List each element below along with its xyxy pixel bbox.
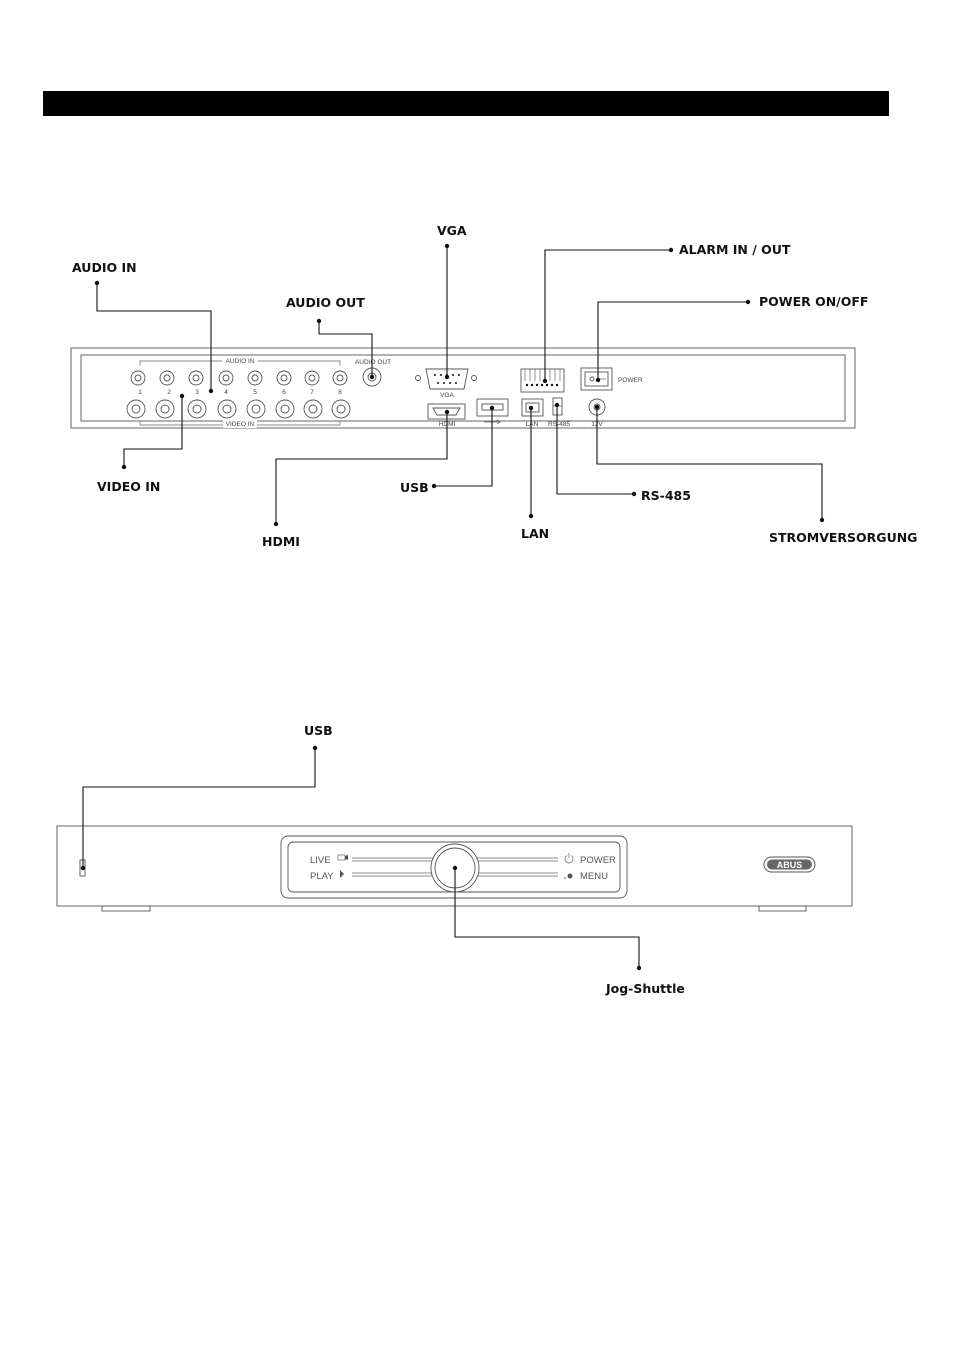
callout-alarm: ALARM IN / OUT [679, 242, 791, 257]
front-label-menu: MENU [580, 871, 608, 882]
panel-label-lan: LAN [526, 421, 539, 428]
svg-text:7: 7 [310, 389, 314, 396]
callout-video-in: VIDEO IN [97, 479, 160, 494]
callout-audio-in: AUDIO IN [72, 260, 137, 275]
callout-audio-out: AUDIO OUT [286, 295, 365, 310]
callout-power-switch: POWER ON/OFF [759, 294, 868, 309]
callout-lan: LAN [521, 526, 549, 541]
front-label-live: LIVE [310, 855, 331, 866]
panel-label-rs485: RS-485 [548, 421, 570, 428]
callout-usb-front: USB [304, 723, 333, 738]
svg-text:1: 1 [138, 389, 142, 396]
svg-text:4: 4 [224, 389, 228, 396]
svg-text:8: 8 [338, 389, 342, 396]
callout-hdmi: HDMI [262, 534, 300, 549]
front-label-play: PLAY [310, 871, 334, 882]
callout-rs485: RS-485 [641, 488, 691, 503]
alarm-terminal-block [521, 369, 564, 392]
panel-label-vga: VGA [440, 392, 454, 399]
callout-jog-shuttle: Jog-Shuttle [605, 981, 685, 996]
svg-text:2: 2 [167, 389, 171, 396]
abus-logo: ABUS [764, 857, 815, 872]
svg-text:6: 6 [282, 389, 286, 396]
panel-label-power: POWER [618, 377, 643, 384]
callout-vga: VGA [437, 223, 467, 238]
svg-text:5: 5 [253, 389, 257, 396]
callout-usb-rear: USB [400, 480, 429, 495]
panel-label-audio-out: AUDIO OUT [355, 359, 391, 366]
front-label-power: POWER [580, 855, 616, 866]
panel-label-video-in: VIDEO IN [226, 421, 255, 428]
svg-text:3: 3 [195, 389, 199, 396]
svg-text:ABUS: ABUS [777, 860, 803, 870]
callout-power-supply: STROMVERSORGUNG [769, 530, 917, 545]
rear-panel: AUDIO IN 1 2 3 4 5 6 7 8 [71, 348, 855, 428]
panel-label-audio-in: AUDIO IN [226, 358, 255, 365]
